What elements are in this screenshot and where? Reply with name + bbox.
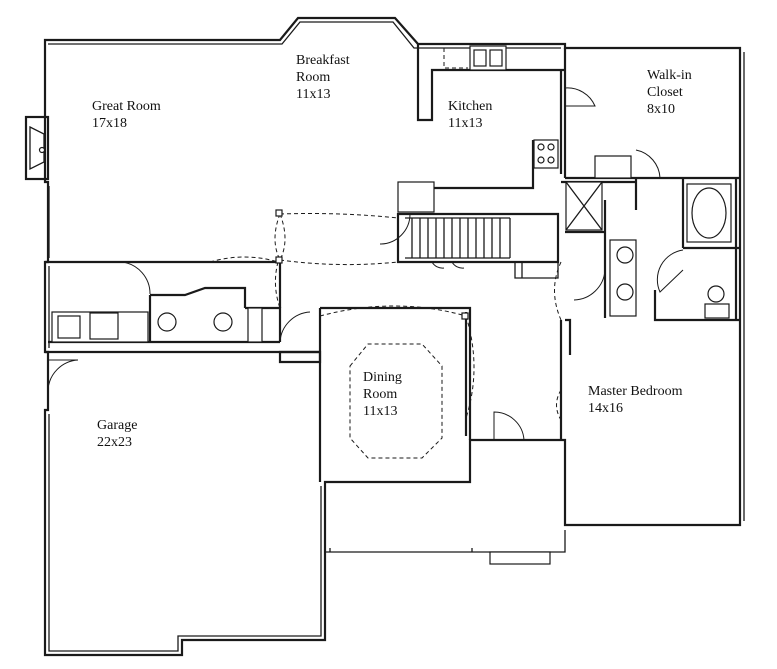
kitchen-fixtures	[397, 45, 596, 213]
breakfast-room-label: Breakfast Room 11x13	[296, 52, 350, 103]
master-bath-fixtures	[565, 149, 732, 319]
kitchen-name: Kitchen	[448, 99, 493, 114]
fireplace-icon	[24, 115, 50, 181]
garage-label: Garage 22x23	[97, 417, 137, 451]
dashed-elements	[209, 209, 562, 459]
laundry-fixtures	[47, 261, 311, 391]
dining-room-name-line1: Dining	[363, 370, 402, 385]
dining-room-size: 11x13	[363, 404, 398, 419]
garage-name: Garage	[97, 418, 138, 433]
great-room-label: Great Room 17x18	[92, 98, 161, 132]
garage-size: 22x23	[97, 435, 132, 450]
great-room-name: Great Room	[92, 99, 161, 114]
master-bedroom-label: Master Bedroom 14x16	[588, 383, 682, 417]
great-room-size: 17x18	[92, 116, 127, 131]
walk-in-closet-label: Walk-in Closet 8x10	[647, 67, 692, 118]
kitchen-size: 11x13	[448, 116, 483, 131]
master-bedroom-name: Master Bedroom	[588, 384, 683, 399]
kitchen-label: Kitchen 11x13	[448, 98, 492, 132]
front-porch	[325, 530, 566, 565]
breakfast-room-size: 11x13	[296, 87, 331, 102]
walk-in-closet-name-line2: Closet	[647, 85, 683, 100]
breakfast-room-name-line2: Room	[296, 70, 331, 85]
breakfast-room-name-line1: Breakfast	[296, 53, 350, 68]
master-bedroom-size: 14x16	[588, 401, 623, 416]
dining-room-name-line2: Room	[363, 387, 398, 402]
exterior-walls	[43, 16, 745, 657]
walk-in-closet-size: 8x10	[647, 102, 675, 117]
walk-in-closet-name-line1: Walk-in	[647, 68, 692, 83]
staircase	[405, 217, 559, 279]
dining-room-label: Dining Room 11x13	[363, 369, 402, 420]
